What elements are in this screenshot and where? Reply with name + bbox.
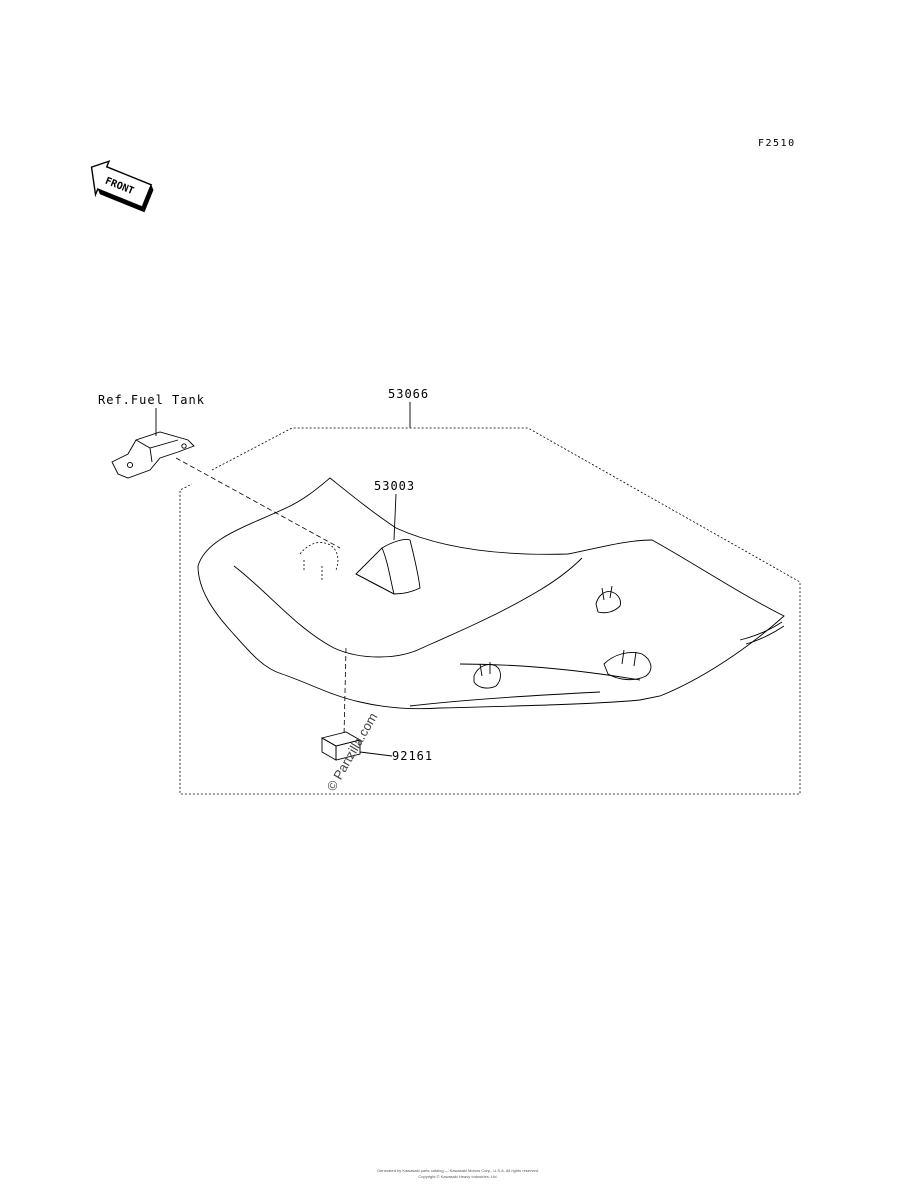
damper-block: [320, 731, 362, 761]
watermark: © Partzilla.com: [324, 710, 381, 793]
figure-code: F2510: [758, 138, 796, 149]
assembly-outline: [179, 427, 801, 795]
seat-pad: [355, 539, 421, 595]
label-53066: 53066: [388, 387, 429, 401]
front-arrow-icon: FRONT: [90, 160, 154, 213]
seat-hook-1: [595, 585, 621, 614]
footer-line-1: Generated by Kawasaki parts catalog — Ka…: [377, 1168, 539, 1173]
label-ref-fuel-tank: Ref.Fuel Tank: [98, 393, 205, 407]
leader-53003: [393, 493, 397, 541]
dash-bracket-to-seat: [175, 457, 341, 549]
footer-line-2: Copyright © Kawasaki Heavy Industries, L…: [418, 1174, 497, 1179]
seat-hook-3: [473, 662, 501, 689]
label-53003: 53003: [374, 479, 415, 493]
seat: [197, 477, 785, 710]
label-92161: 92161: [392, 749, 433, 763]
hidden-hook: [299, 542, 339, 580]
fuel-tank-bracket: [111, 431, 195, 479]
dash-seat-to-damper: [343, 647, 347, 737]
leader-92161: [359, 751, 393, 757]
seat-hook-2: [603, 649, 652, 681]
